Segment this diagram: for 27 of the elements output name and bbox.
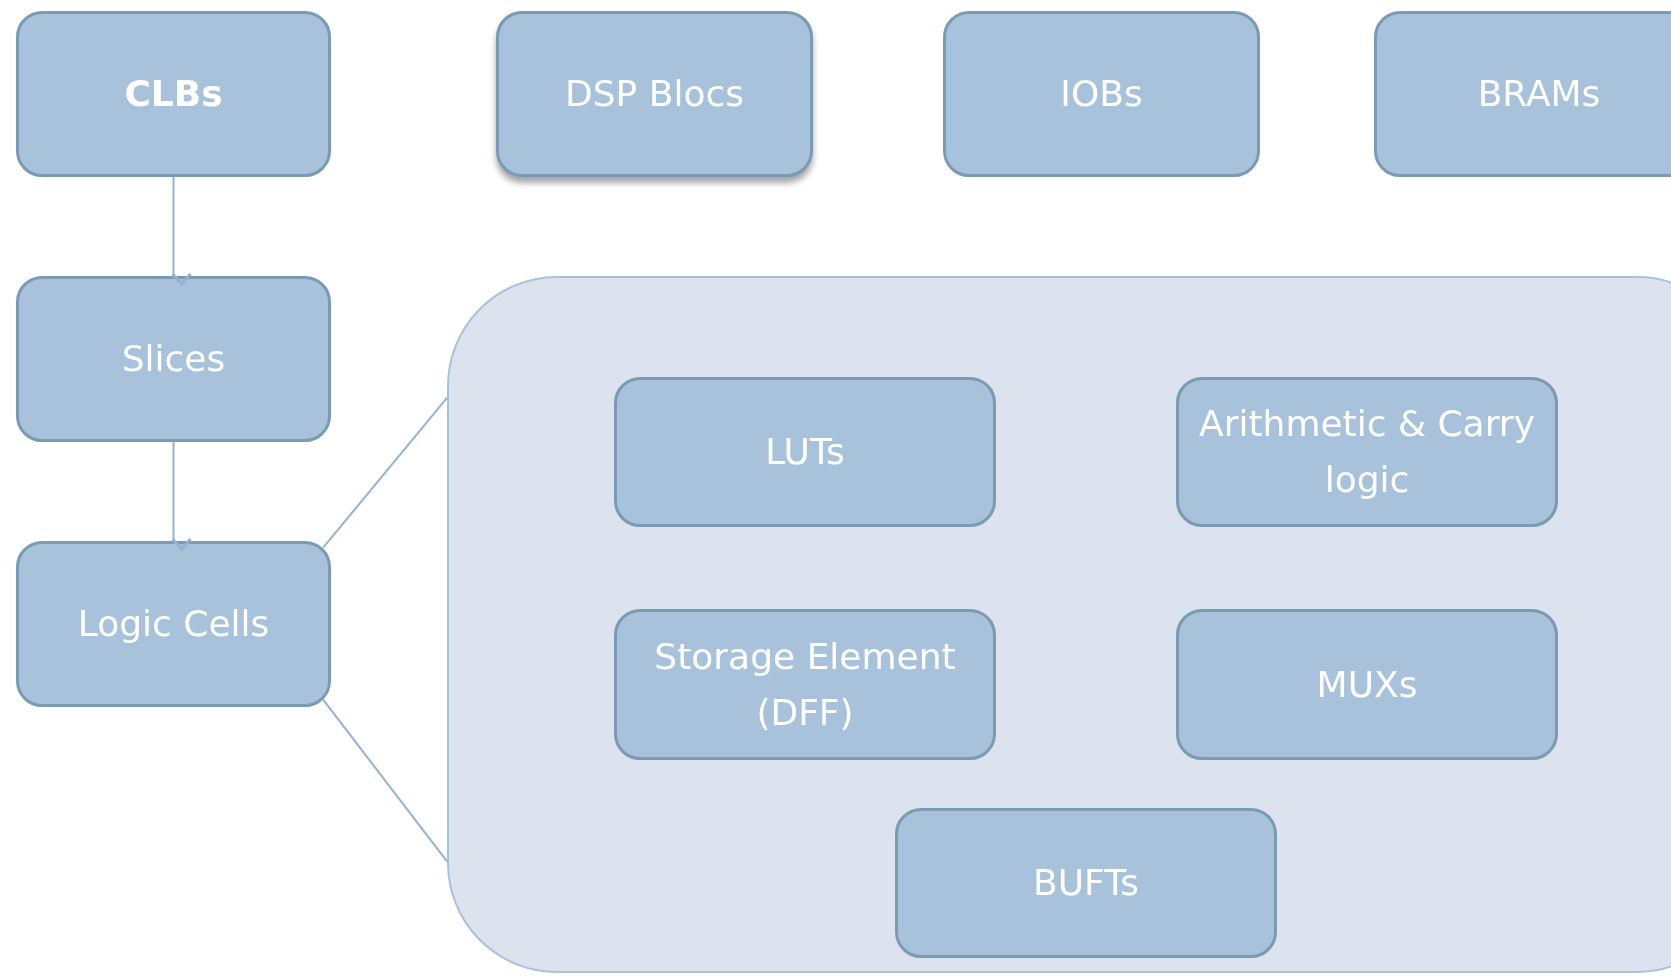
box-label: LUTs (765, 430, 845, 474)
process-box (496, 11, 813, 177)
process-box (943, 11, 1260, 177)
box-label: MUXs (1316, 662, 1418, 707)
box-label: BRAMs (1477, 72, 1601, 116)
process-box (16, 276, 331, 442)
box-label: Storage Element (DFF) (653, 634, 957, 735)
process-box (895, 808, 1277, 958)
arrow (171, 176, 192, 286)
box-label: Logic Cells (77, 602, 270, 646)
box-label: IOBs (1060, 72, 1143, 116)
box-label: Arithmetic & Carry logic (1198, 402, 1536, 502)
connector-line (322, 397, 448, 549)
process-box (614, 377, 996, 527)
process-box (16, 11, 331, 177)
process-box (614, 609, 996, 760)
box-label: CLBs (124, 72, 223, 116)
box-label: DSP Blocs (565, 72, 744, 116)
process-box (1374, 11, 1671, 177)
arrow (171, 441, 192, 551)
process-box (1176, 609, 1558, 760)
box-label: Slices (121, 337, 226, 381)
process-box (1176, 377, 1558, 527)
process-box (16, 541, 331, 707)
box-label: BUFTs (1033, 861, 1139, 905)
container-panel (447, 276, 1671, 973)
connector-line (322, 698, 448, 863)
